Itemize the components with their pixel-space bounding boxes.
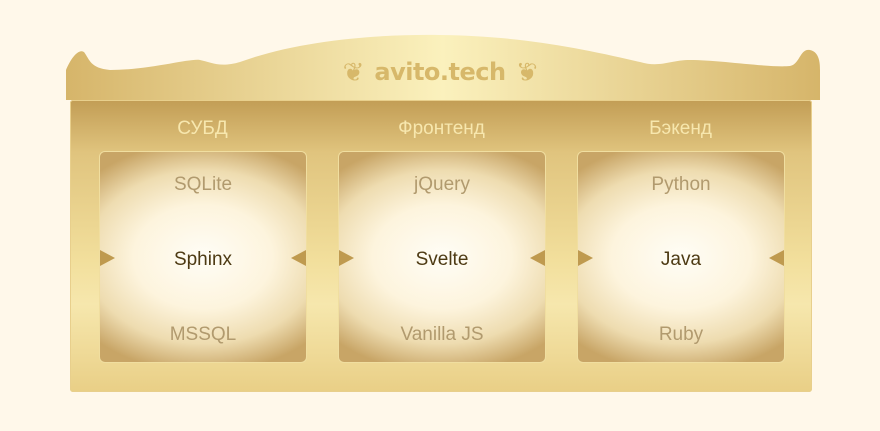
logo-text: avito.tech <box>374 58 506 86</box>
reel-dbms[interactable]: SQLite Sphinx MSSQL <box>100 152 306 362</box>
reel-item-selected: Sphinx <box>173 249 233 270</box>
reel-item-prev: jQuery <box>414 174 470 195</box>
pointer-left-icon <box>291 250 306 266</box>
reel-item-selected: Java <box>660 249 702 270</box>
reel-item-selected: Svelte <box>415 249 469 270</box>
column-title-frontend: Фронтенд <box>398 118 485 139</box>
laurel-right-icon: ❦ <box>515 56 538 87</box>
laurel-left-icon: ❦ <box>342 56 365 87</box>
reel-item-next: Ruby <box>658 324 704 345</box>
reel-item-next: MSSQL <box>169 324 237 345</box>
header-crest <box>66 34 820 100</box>
reel-backend[interactable]: Python Java Ruby <box>578 152 784 362</box>
reel-item-next: Vanilla JS <box>400 324 484 345</box>
column-title-dbms: СУБД <box>177 118 228 139</box>
reel-item-prev: SQLite <box>173 174 233 195</box>
pointer-left-icon <box>530 250 545 266</box>
pointer-left-icon <box>769 250 784 266</box>
reel-item-prev: Python <box>651 174 711 195</box>
avito-tech-logo: ❦ avito.tech ❦ <box>340 52 540 92</box>
pointer-right-icon <box>100 250 115 266</box>
pointer-right-icon <box>578 250 593 266</box>
pointer-right-icon <box>339 250 354 266</box>
column-title-backend: Бэкенд <box>649 118 712 139</box>
reel-frontend[interactable]: jQuery Svelte Vanilla JS <box>339 152 545 362</box>
